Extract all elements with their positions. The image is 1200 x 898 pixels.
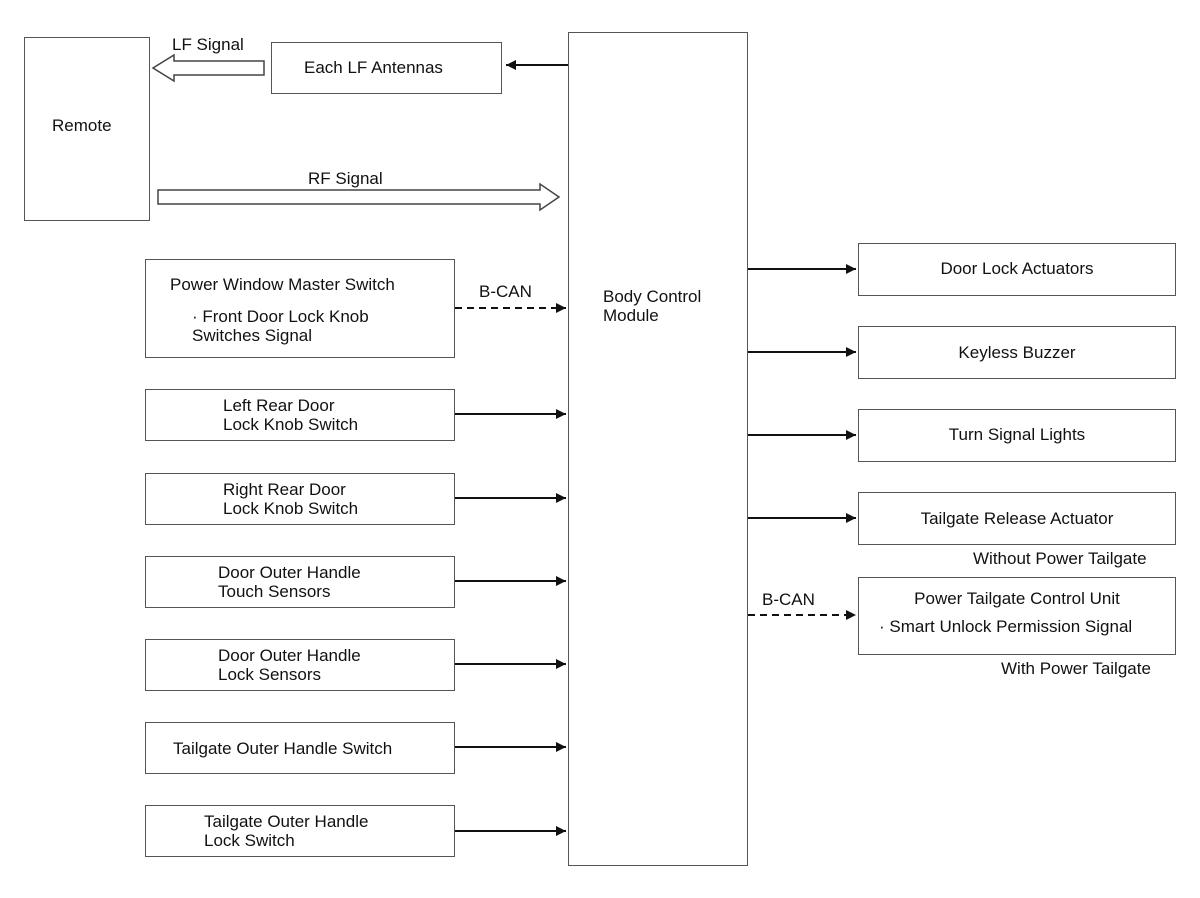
tailgate-lock-switch-box (145, 805, 455, 857)
lock-sensors-line1: Door Outer Handle (218, 646, 361, 665)
keyless-buzzer-label: Keyless Buzzer (958, 343, 1076, 362)
left-rear-line2: Lock Knob Switch (223, 415, 359, 434)
bcan-right-label: B-CAN (762, 590, 815, 609)
right-rear-switch-box (145, 473, 455, 525)
bcan-left-label: B-CAN (479, 282, 532, 301)
power-tailgate-title: Power Tailgate Control Unit (914, 589, 1120, 608)
without-power-tailgate-note: Without Power Tailgate (973, 549, 1147, 568)
door-lock-actuators-box (858, 243, 1176, 296)
turn-signal-lights-label: Turn Signal Lights (948, 425, 1086, 444)
lock-sensors-box (145, 639, 455, 691)
tailgate-release-actuator-label: Tailgate Release Actuator (920, 509, 1114, 528)
turn-signal-lights-box (858, 409, 1176, 462)
left-rear-switch-box (145, 389, 455, 441)
with-power-tailgate-note: With Power Tailgate (1001, 659, 1151, 678)
touch-sensors-box (145, 556, 455, 608)
tailgate-lock-line1: Tailgate Outer Handle (204, 812, 369, 831)
power-window-detail2: Switches Signal (192, 326, 313, 345)
power-window-title: Power Window Master Switch (170, 275, 395, 294)
power-tailgate-detail: · Smart Unlock Permission Signal (879, 617, 1133, 636)
tailgate-lock-line2: Lock Switch (204, 831, 295, 850)
power-window-detail1: · Front Door Lock Knob (192, 307, 369, 326)
rf-signal-label: RF Signal (308, 169, 383, 188)
door-lock-actuators-label: Door Lock Actuators (940, 259, 1094, 278)
rf-signal-arrow (157, 182, 561, 212)
remote-label: Remote (52, 116, 112, 135)
left-rear-line1: Left Rear Door (223, 396, 335, 415)
power-window-switch-box (145, 259, 455, 358)
tailgate-release-actuator-box (858, 492, 1176, 545)
power-tailgate-control-unit-box (858, 577, 1176, 655)
lf-antennas-label: Each LF Antennas (304, 58, 443, 77)
lock-sensors-line2: Lock Sensors (218, 665, 321, 684)
tailgate-handle-label: Tailgate Outer Handle Switch (173, 739, 393, 758)
lf-antennas-box (271, 42, 502, 94)
keyless-buzzer-box (858, 326, 1176, 379)
touch-sensors-line2: Touch Sensors (218, 582, 331, 601)
bcm-label-line1: Body Control (603, 287, 702, 306)
lf-signal-label: LF Signal (172, 35, 244, 54)
remote-box (24, 37, 150, 221)
lf-signal-arrow (151, 53, 265, 83)
bcm-label-line2: Module (603, 306, 659, 325)
right-rear-line1: Right Rear Door (223, 480, 346, 499)
touch-sensors-line1: Door Outer Handle (218, 563, 361, 582)
bcm-box (568, 32, 748, 866)
tailgate-handle-switch-box (145, 722, 455, 774)
right-rear-line2: Lock Knob Switch (223, 499, 359, 518)
